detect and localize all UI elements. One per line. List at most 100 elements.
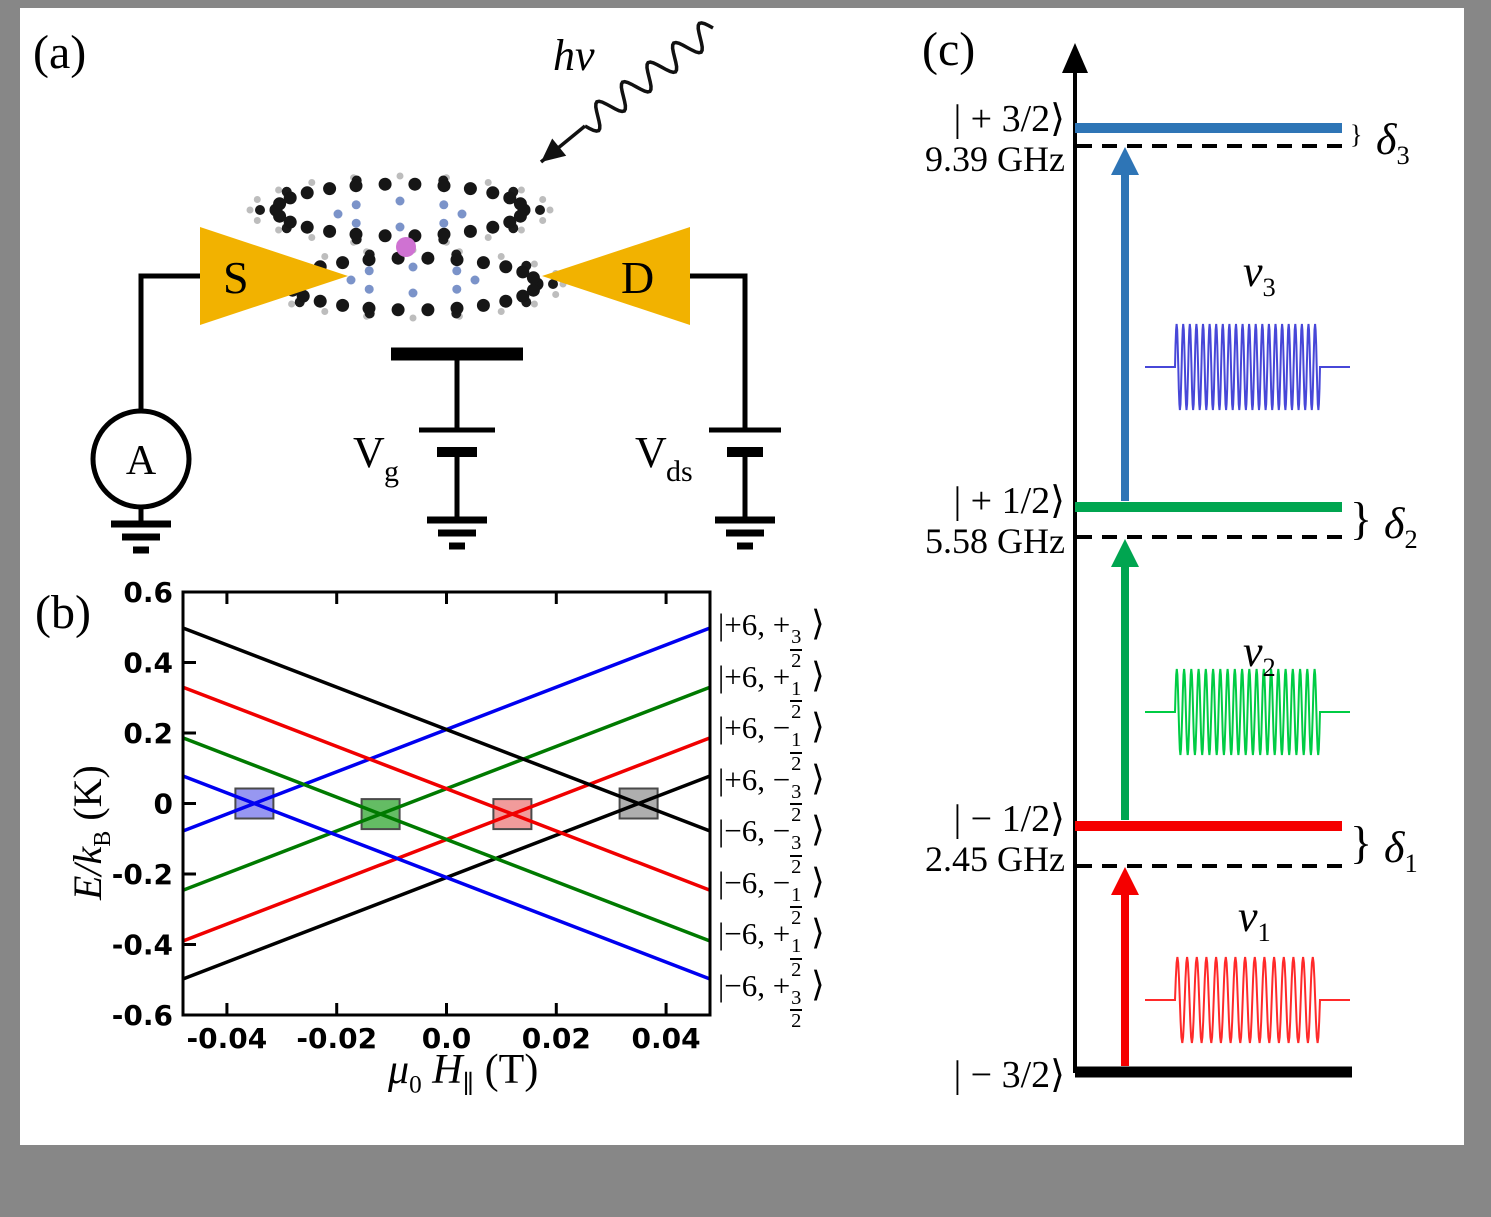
- molecule-c-atom: [273, 197, 287, 211]
- molecule-n-atom: [439, 200, 449, 210]
- ground-symbol: [111, 520, 171, 554]
- molecule-c-atom: [421, 251, 435, 265]
- molecule-c-atom: [503, 215, 517, 229]
- molecule-n-atom: [439, 218, 449, 228]
- zeeman-line: [182, 774, 711, 981]
- x-tick-label: 0.02: [522, 1022, 591, 1055]
- brace-delta-3: }: [1350, 120, 1363, 149]
- molecule-c-atom: [513, 197, 527, 211]
- wire-source-to-ammeter: [138, 273, 200, 411]
- panel-b-label: (b): [35, 586, 91, 639]
- panel-c-label: (c): [922, 23, 976, 76]
- molecule-c-atom: [362, 301, 376, 315]
- pulse-3-subscript: 3: [1262, 271, 1276, 302]
- source-label: S: [223, 252, 249, 303]
- molecule-h-atom: [517, 226, 525, 234]
- y-tick-label: 0.6: [123, 576, 173, 609]
- molecule-n-atom: [364, 284, 374, 294]
- molecule-c-atom: [463, 182, 477, 196]
- pulse-2-subscript: 2: [1262, 651, 1276, 682]
- molecule-c-atom: [362, 253, 376, 267]
- molecule-n-atom: [452, 284, 462, 294]
- photon-wave: [584, 21, 714, 133]
- molecule-c-atom: [450, 301, 464, 315]
- molecule-h-atom: [253, 217, 261, 224]
- drain-electrode: [542, 227, 690, 325]
- molecule-c-atom: [408, 177, 422, 191]
- level-frequency-plus-1-2: 5.58 GHz: [925, 521, 1065, 561]
- photon-arrowhead-icon: [541, 138, 567, 162]
- molecule-h-atom: [288, 300, 296, 308]
- molecule-c-atom: [437, 227, 451, 241]
- molecule-h-atom: [539, 217, 547, 224]
- level-ket-minus-3-2: | − 3/2⟩: [953, 1054, 1065, 1096]
- gate-voltage-subscript: g: [384, 455, 399, 488]
- molecule-h-atom: [275, 226, 283, 234]
- molecule-h-atom: [308, 234, 316, 241]
- panel-a-label: (a): [33, 26, 86, 79]
- molecule-c-atom: [503, 191, 517, 205]
- wire-drain-to-battery: [690, 273, 748, 428]
- pulse-waveform-1: [1145, 956, 1350, 1044]
- x-axis-title-subscript-parallel: ∥: [462, 1071, 475, 1099]
- molecule-c-atom: [349, 227, 363, 241]
- y-axis-title-subscript: B: [90, 830, 116, 847]
- molecule-c-atom: [300, 220, 314, 234]
- x-tick-label: -0.02: [296, 1022, 377, 1055]
- molecule-h-atom: [530, 260, 538, 268]
- pulse-waveform-2: [1145, 668, 1350, 756]
- molecule-h-atom: [321, 308, 329, 315]
- figure-background: (a) hν S D A: [20, 8, 1464, 1145]
- molecule-h-atom: [409, 314, 417, 322]
- molecule-h-atom: [484, 234, 492, 241]
- molecule-c-atom: [300, 186, 314, 200]
- y-tick-label: 0: [154, 788, 173, 821]
- molecule-n-atom: [452, 266, 462, 276]
- brace-delta-2: }: [1350, 493, 1373, 544]
- molecule-graphic: [246, 172, 567, 322]
- delta-3-subscript: 3: [1396, 139, 1410, 170]
- molecule-c-atom: [476, 256, 490, 270]
- level-frequency-minus-1-2: 2.45 GHz: [925, 839, 1065, 879]
- molecule-c-atom: [476, 298, 490, 312]
- molecule-h-atom: [396, 172, 404, 180]
- x-axis-title-subscript-0: 0: [409, 1071, 422, 1099]
- pulse-1-label: ν1: [1238, 892, 1271, 947]
- molecule-h-atom: [497, 253, 505, 260]
- photon-arrow-icon: [539, 21, 714, 164]
- molecule-c-atom: [378, 177, 392, 191]
- molecule-n-atom: [408, 288, 418, 298]
- brace-delta-1: }: [1350, 817, 1373, 868]
- molecule-h-atom: [253, 196, 261, 203]
- molecule-c-atom: [535, 205, 545, 215]
- delta-3-label: δ3: [1376, 115, 1410, 170]
- molecule-c-atom: [486, 220, 500, 234]
- molecule-c-atom: [283, 191, 297, 205]
- molecule-c-atom: [336, 298, 350, 312]
- ground-symbol: [715, 516, 775, 550]
- molecule-c-atom: [526, 283, 540, 297]
- molecule-h-atom: [275, 186, 283, 194]
- delta-2-subscript: 2: [1404, 523, 1418, 554]
- battery-symbol-gate: [419, 427, 495, 457]
- molecule-c-atom: [296, 289, 310, 303]
- molecule-n-atom: [470, 275, 480, 285]
- molecule-h-atom: [546, 206, 554, 214]
- molecule-c-atom: [516, 289, 530, 303]
- molecule-c-atom: [349, 179, 363, 193]
- molecule-c-atom: [255, 205, 265, 215]
- panel-c-level-scheme: [1062, 43, 1352, 1078]
- pulse-3-label: ν3: [1243, 247, 1276, 302]
- x-axis-title: μ0 H∥ (T): [388, 1047, 539, 1099]
- molecule-c-atom: [437, 179, 451, 193]
- y-tick-label: -0.6: [112, 999, 173, 1032]
- ground-symbol: [427, 516, 487, 550]
- transition-arrow-3: [1111, 147, 1139, 501]
- photon-energy-label: hν: [553, 31, 595, 80]
